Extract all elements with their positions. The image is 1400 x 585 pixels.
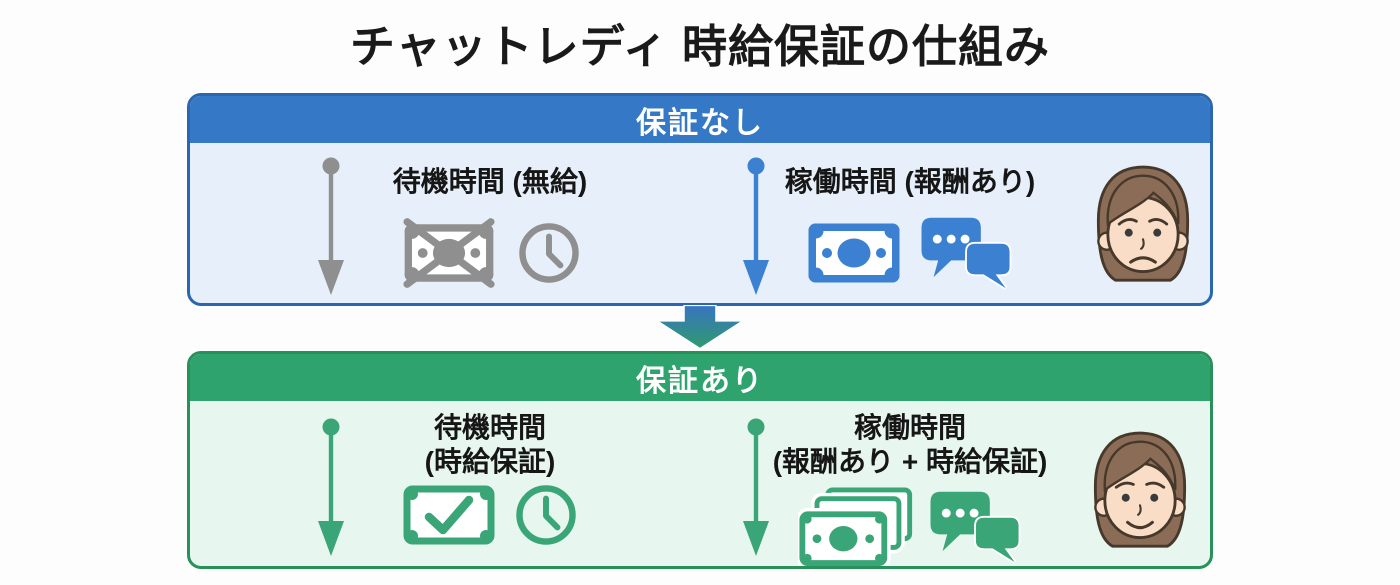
waiting-timeline-arrow-icon: [318, 418, 344, 556]
waiting-time-label: 待機時間 (時給保証): [325, 411, 655, 479]
panel-no-guarantee-header: 保証なし: [190, 96, 1210, 143]
working-timeline-arrow-icon: [743, 157, 769, 295]
worried-woman-face: [1096, 165, 1190, 282]
working-icons: [740, 215, 1080, 291]
transition-down-arrow-icon: [654, 305, 746, 350]
clock-icon: [516, 485, 576, 545]
money-check-icon: [403, 485, 495, 545]
panel-no-guarantee-body: 待機時間 (無給) 稼働時: [190, 143, 1210, 303]
panel-guarantee-body: 待機時間 (時給保証) 稼働時間 (報酬あり + 時給保証): [190, 401, 1210, 566]
working-timeline-arrow-icon: [743, 418, 769, 556]
waiting-timeline-arrow-icon: [318, 157, 344, 295]
waiting-time-label: 待機時間 (無給): [392, 166, 588, 197]
waiting-time-label-line2: (時給保証): [424, 446, 556, 477]
chat-icon: [930, 491, 1021, 564]
happy-woman-face: [1093, 431, 1187, 548]
waiting-icons: [325, 215, 655, 291]
waiting-icons: [325, 483, 655, 547]
chat-icon: [921, 217, 1012, 290]
working-time-label: 稼働時間 (報酬あり): [784, 166, 1036, 197]
money-crossed-icon: [403, 218, 495, 288]
money-stack-icon: [798, 487, 913, 566]
money-icon: [808, 223, 900, 283]
panel-guarantee-header: 保証あり: [190, 354, 1210, 401]
panel-no-guarantee-title: 保証なし: [636, 106, 764, 140]
working-time-label: 稼働時間 (報酬あり + 時給保証): [740, 411, 1080, 479]
clock-icon: [519, 223, 579, 283]
waiting-time-label-line1: 待機時間: [433, 412, 546, 443]
panel-guarantee-title: 保証あり: [636, 364, 764, 398]
panel-guarantee: 保証あり 待機時間 (時給保証): [187, 351, 1213, 569]
page-title: チャットレディ 時給保証の仕組み: [350, 21, 1050, 72]
working-time-label-line1: 稼働時間: [853, 412, 966, 443]
panel-no-guarantee: 保証なし 待機時間 (無給): [187, 93, 1213, 306]
working-icons: [740, 487, 1080, 566]
working-time-label-line2: (報酬あり + 時給保証): [772, 446, 1048, 477]
